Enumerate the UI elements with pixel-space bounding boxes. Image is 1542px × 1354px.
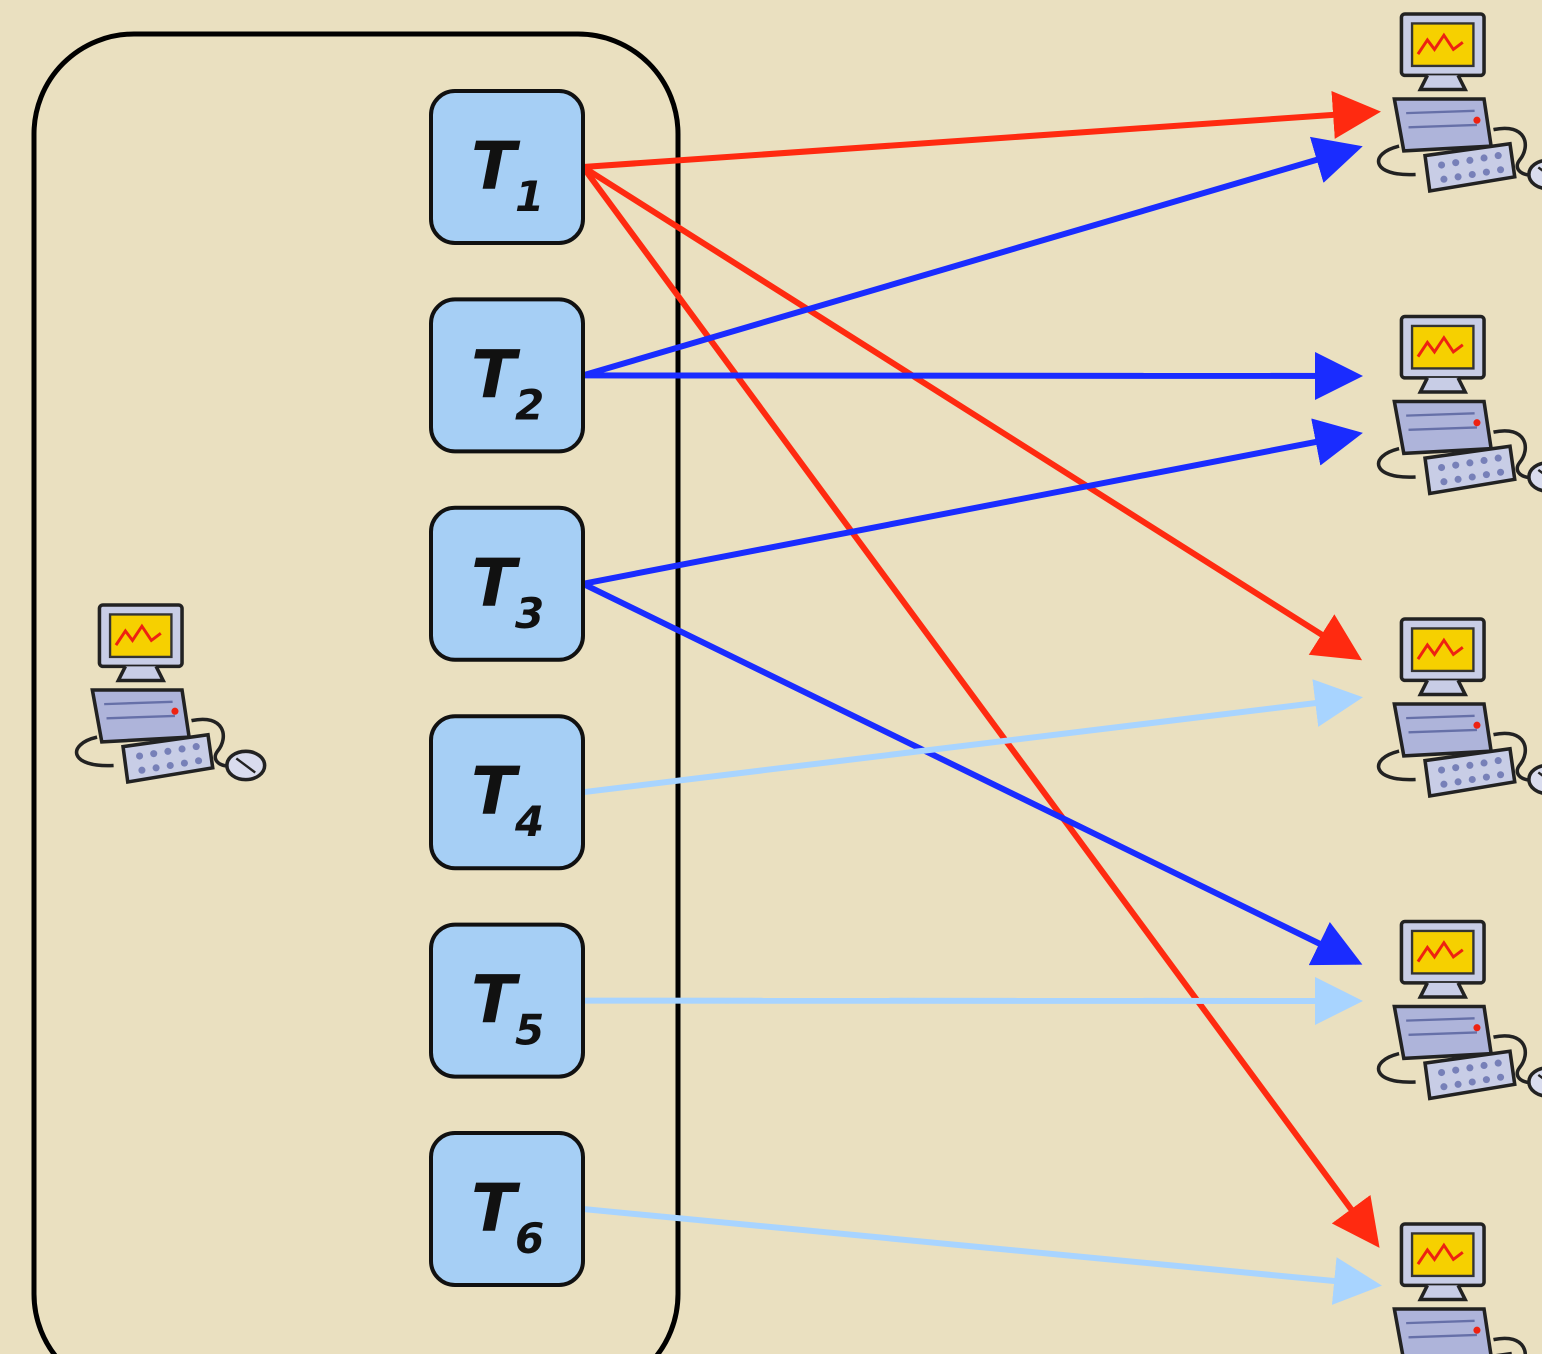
task-box-6: T6 xyxy=(429,1131,585,1287)
edge-t2-to-machine-2 xyxy=(582,351,1363,400)
machine-2-computer-icon xyxy=(1376,314,1542,496)
task-label: T xyxy=(471,1170,521,1247)
edge-t1-to-machine-3 xyxy=(581,164,1363,661)
task-box-3: T3 xyxy=(429,505,585,662)
machines-layer xyxy=(1376,12,1542,1354)
task-box-4: T4 xyxy=(429,714,585,871)
task-box-frame xyxy=(429,89,585,245)
task-label: T xyxy=(471,336,521,413)
task-label: T xyxy=(471,545,521,622)
task-box-frame xyxy=(429,297,585,454)
task-subscript: 3 xyxy=(515,589,544,638)
task-subscript: 4 xyxy=(514,797,544,846)
machine-1-computer-icon xyxy=(1376,12,1542,193)
task-box-2: T2 xyxy=(429,297,585,454)
task-box-frame xyxy=(429,714,585,871)
edge-t1-to-machine-5 xyxy=(580,165,1380,1248)
task-subscript: 1 xyxy=(515,172,544,221)
task-subscript: 6 xyxy=(515,1214,544,1263)
task-box-frame xyxy=(429,505,585,662)
task-label: T xyxy=(471,962,521,1039)
host-computer-icon xyxy=(74,603,267,784)
task-label: T xyxy=(471,128,521,205)
edge-t3-to-machine-2 xyxy=(582,418,1363,587)
task-box-5: T5 xyxy=(429,922,585,1079)
edge-t4-to-machine-3 xyxy=(582,679,1363,796)
machine-4-computer-icon xyxy=(1376,919,1542,1101)
task-box-frame xyxy=(429,922,585,1079)
host-enclosure xyxy=(31,31,681,1354)
edge-t3-to-machine-4 xyxy=(581,581,1363,966)
task-label: T xyxy=(471,753,521,830)
edges-layer xyxy=(580,90,1382,1305)
task-box-frame xyxy=(429,1131,585,1287)
machine-5-computer-icon xyxy=(1376,1222,1542,1354)
task-subscript: 2 xyxy=(515,380,544,429)
edge-t6-to-machine-5 xyxy=(582,1206,1382,1305)
edge-t2-to-machine-1 xyxy=(582,136,1363,379)
task-subscript: 5 xyxy=(515,1006,544,1055)
task-box-1: T1 xyxy=(429,89,585,245)
edge-t1-to-machine-1 xyxy=(582,90,1381,170)
machine-3-computer-icon xyxy=(1376,617,1542,798)
